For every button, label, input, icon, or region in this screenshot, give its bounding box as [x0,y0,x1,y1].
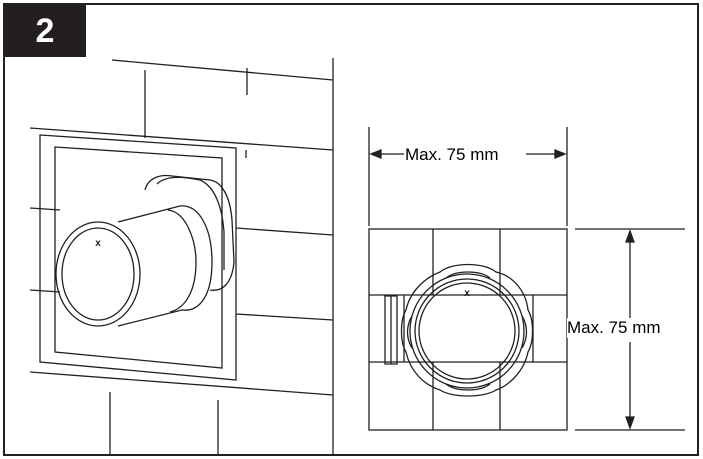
left-perspective-view [29,58,334,455]
diagram-border [3,3,699,456]
height-dimension-label: Max. 75 mm [567,318,661,338]
center-mark-left: x [95,238,101,249]
width-dimension-label: Max. 75 mm [405,145,499,165]
right-front-view [368,127,685,431]
center-mark-right: x [464,288,470,299]
step-number-badge: 2 [4,5,86,57]
